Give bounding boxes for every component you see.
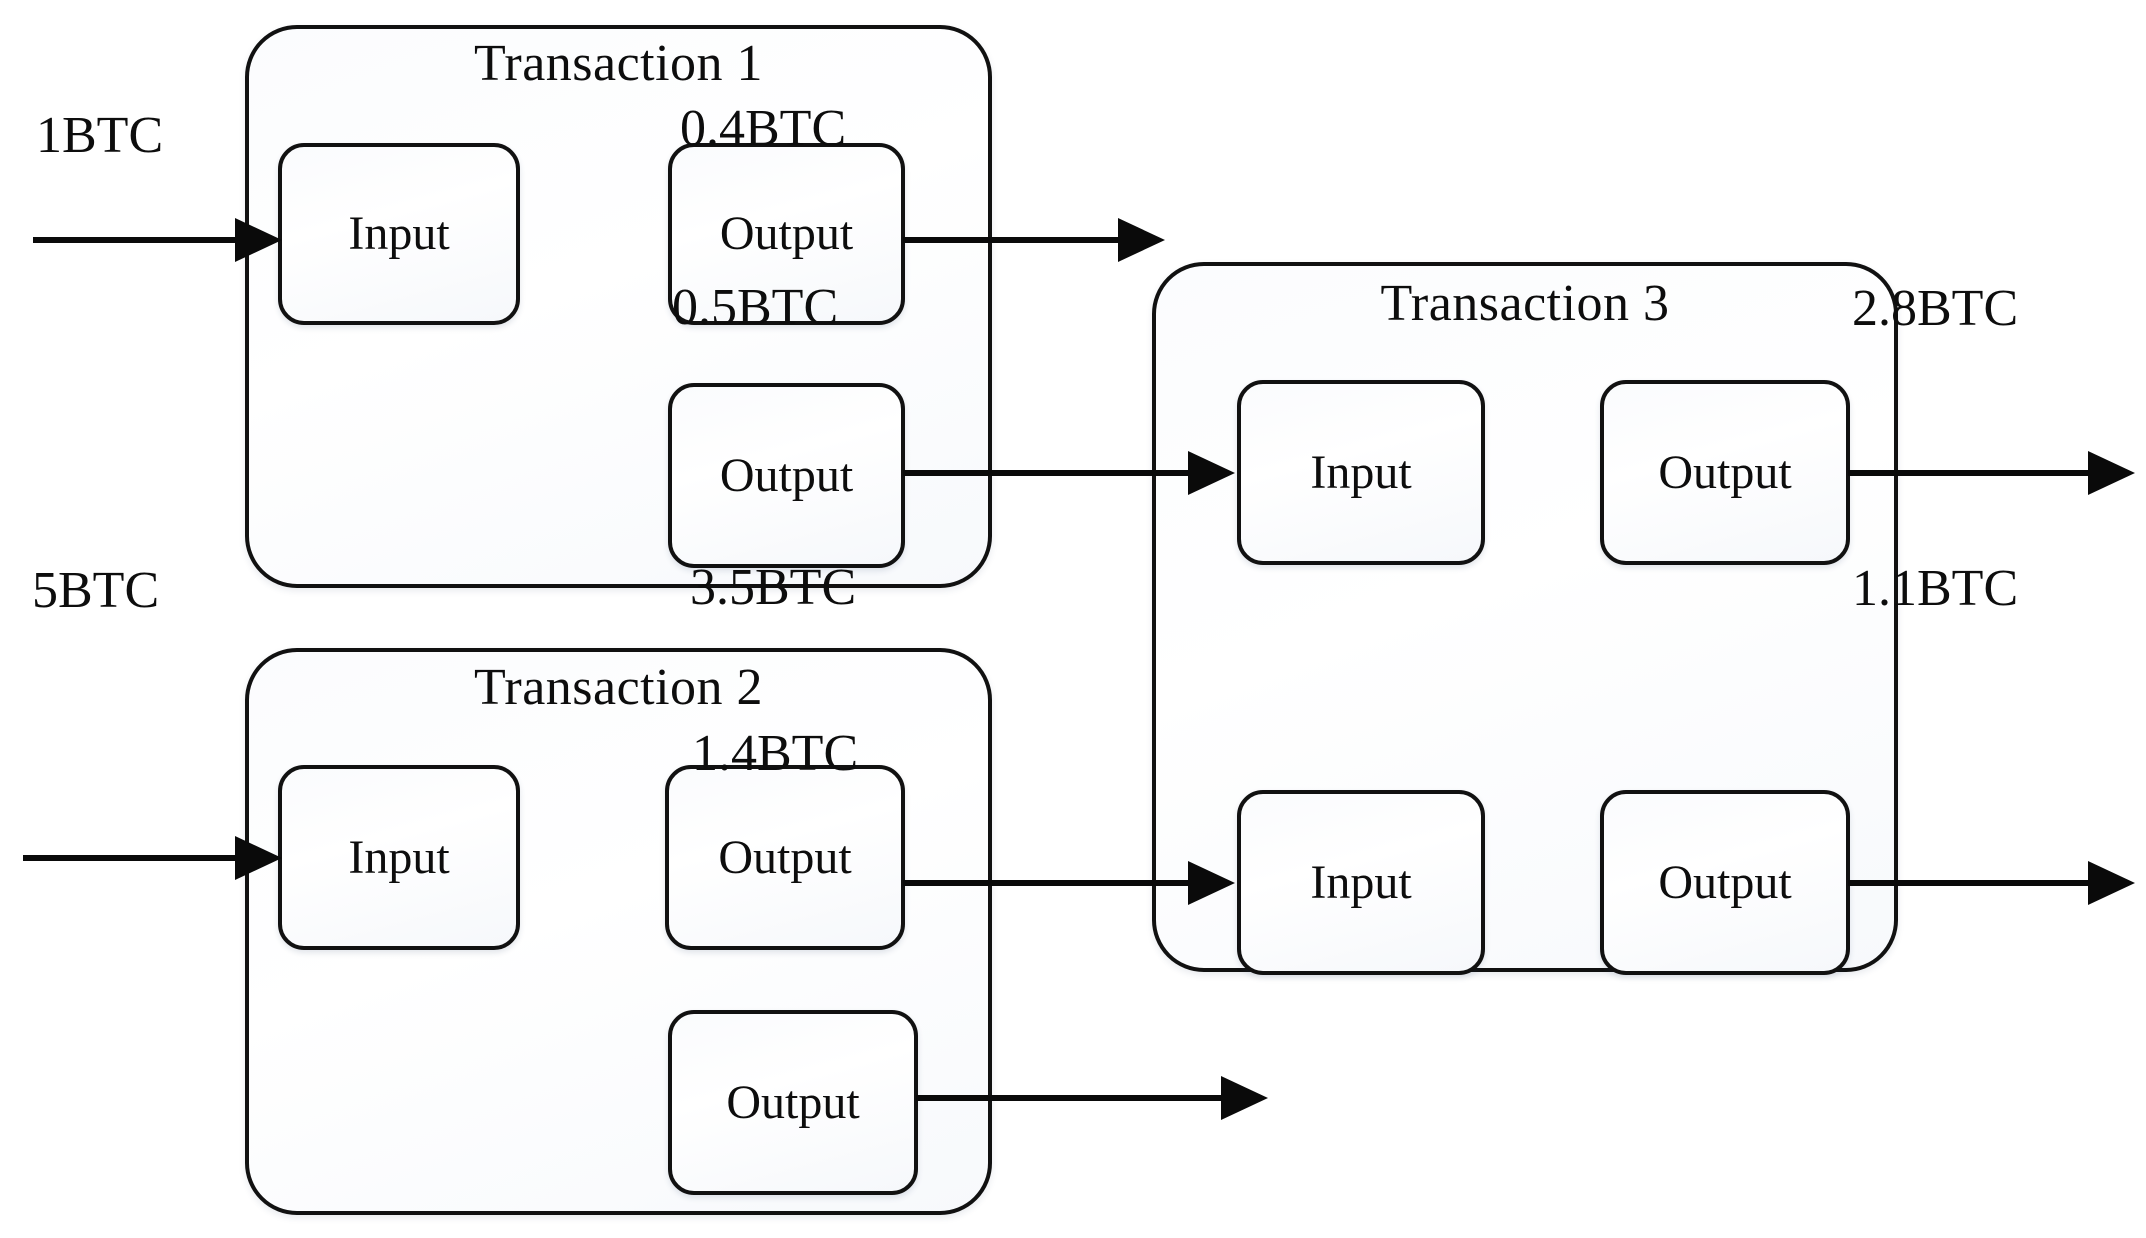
transaction-1-input-box: Input [278,143,520,325]
amount-label-tx1-output-1: 0.4BTC [680,100,847,157]
transaction-2-output-2-box: Output [668,1010,918,1195]
transaction-2-title: Transaction 2 [473,659,764,716]
transaction-3-output-1-box: Output [1600,380,1850,565]
transaction-2-output-1-box: Output [665,765,905,950]
transaction-1-output-1-box: Output [668,143,905,325]
arrow-1btc-into-transaction-1 [33,218,282,262]
transaction-3-input-2-box: Input [1237,790,1485,975]
transaction-2-output-2-label: Output [726,1075,860,1129]
transaction-2-input-label: Input [348,830,450,884]
arrow-3-5btc-to-transaction-3-input [903,861,1235,905]
transaction-3-input-1-box: Input [1237,380,1485,565]
transaction-3-input-1-label: Input [1310,445,1412,499]
transaction-1-input-label: Input [348,207,450,260]
amount-label-tx2-input: 5BTC [32,562,160,619]
transaction-2-input-box: Input [278,765,520,950]
transaction-2-output-1-label: Output [718,830,852,884]
amount-label-tx2-output-2: 1.4BTC [692,725,859,782]
arrow-5btc-into-transaction-2 [23,836,282,880]
transaction-3-output-2-label: Output [1658,855,1792,909]
transaction-3-title: Transaction 3 [1380,275,1670,332]
transaction-3-output-2-box: Output [1600,790,1850,975]
amount-label-tx1-output-2: 0.5BTC [672,279,839,336]
arrow-1-4btc-out-of-transaction-2 [916,1076,1268,1120]
transaction-1-title: Transaction 1 [473,35,764,92]
transaction-3-input-2-label: Input [1310,855,1412,909]
amount-label-tx3-output-1: 2.8BTC [1852,280,2019,337]
arrow-0-5btc-to-transaction-3-input [903,451,1235,495]
arrow-1-1btc-out-of-transaction-3 [1848,861,2135,905]
transaction-3-output-1-label: Output [1658,445,1792,499]
transaction-1-output-1-label: Output [719,207,854,260]
arrow-2-8btc-out-of-transaction-3 [1848,451,2135,495]
amount-label-tx2-output-1: 3.5BTC [690,559,857,616]
transaction-1-output-2-box: Output [668,383,905,568]
amount-label-tx3-output-2: 1.1BTC [1852,560,2019,617]
transaction-1-output-2-label: Output [719,448,854,502]
amount-label-tx1-input: 1BTC [36,107,164,164]
arrow-0-4btc-out-of-transaction-1 [903,218,1165,262]
